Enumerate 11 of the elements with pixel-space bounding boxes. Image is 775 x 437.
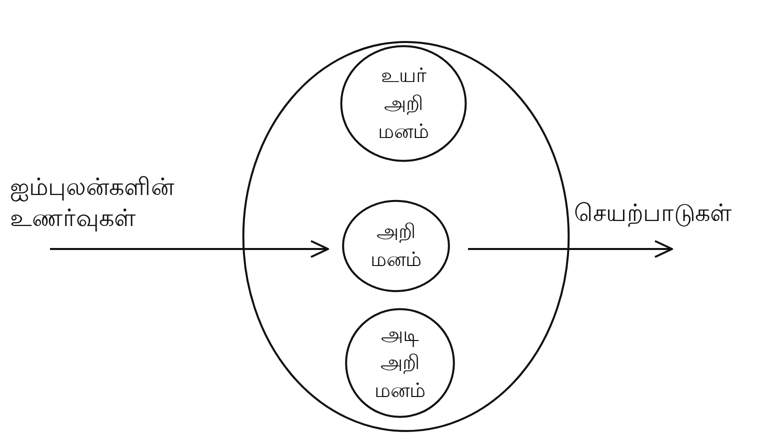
outer-ellipse <box>240 38 572 435</box>
circle-text: உயர் அறி மனம் <box>377 64 430 144</box>
mind-circle <box>345 308 455 418</box>
label-text: ஐம்புலன்களின் உணர்வுகள் <box>10 174 176 234</box>
arrow <box>468 240 673 258</box>
arrow <box>50 240 329 258</box>
circle-text: அறி மனம் <box>370 220 422 273</box>
mind-circle <box>342 200 450 292</box>
label-text: செயற்பாடுகள் <box>574 200 733 229</box>
mind-circle <box>340 45 467 162</box>
circle-text: அடி அறி மனம் <box>374 323 426 404</box>
